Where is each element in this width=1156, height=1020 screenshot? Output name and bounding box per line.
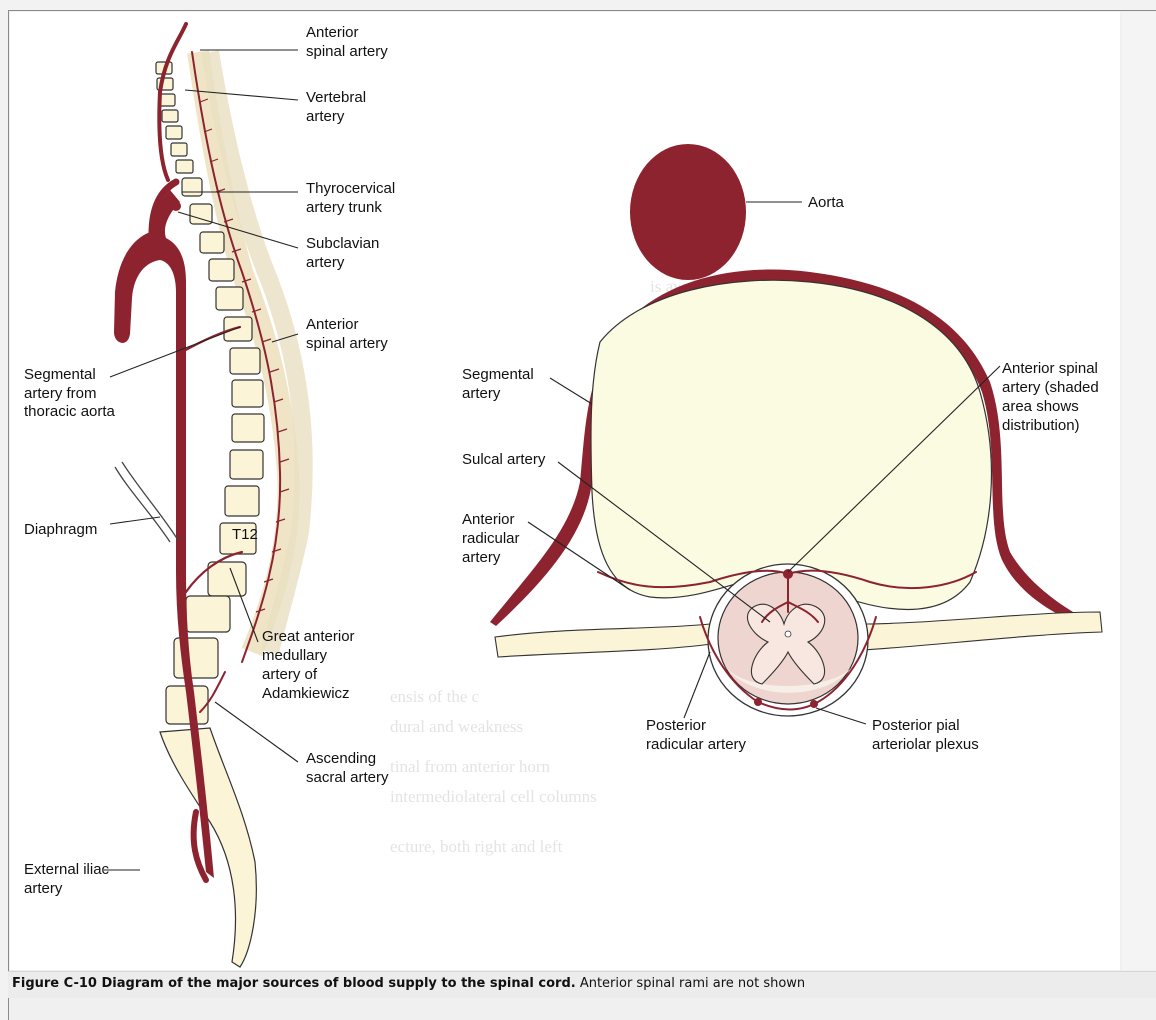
label-thyrocervical-1: Thyrocervical xyxy=(306,180,395,197)
label-segmental-r-1: Segmental xyxy=(462,366,534,383)
central-canal xyxy=(785,631,791,637)
label-diaphragm: Diaphragm xyxy=(24,521,97,538)
label-vertebral-1: Vertebral xyxy=(306,89,366,106)
diaphragm-line xyxy=(115,462,178,542)
label-external-iliac-2: artery xyxy=(24,880,63,897)
label-anterior-radicular-1: Anterior xyxy=(462,511,515,528)
label-segmental-r-2: artery xyxy=(462,385,501,402)
nerve-root-right xyxy=(860,612,1102,650)
label-posterior-pial-1: Posterior pial xyxy=(872,717,960,734)
svg-text:dural and weakness: dural and weakness xyxy=(390,717,523,736)
label-anterior-spinal-mid-1: Anterior xyxy=(306,316,359,333)
label-subclavian-2: artery xyxy=(306,254,345,271)
label-anterior-radicular-3: artery xyxy=(462,549,501,566)
label-posterior-radicular-2: radicular artery xyxy=(646,736,747,753)
label-subclavian-1: Subclavian xyxy=(306,235,379,252)
label-vertebral-2: artery xyxy=(306,108,345,125)
thyrocervical-trunk-dot xyxy=(171,201,181,211)
caption-normal: Anterior spinal rami are not shown xyxy=(576,976,805,991)
label-anterior-spinal-shaded-1: Anterior spinal xyxy=(1002,360,1098,377)
label-thyrocervical-2: artery trunk xyxy=(306,199,382,216)
spinal-blood-supply-diagram: is awake movements (Less cts in the rost… xyxy=(10,12,1120,970)
label-posterior-pial-2: arteriolar plexus xyxy=(872,736,979,753)
svg-text:tinal from anterior horn: tinal from anterior horn xyxy=(390,757,551,776)
posterior-pial-dot-left xyxy=(754,698,762,706)
label-aorta: Aorta xyxy=(808,194,845,211)
label-anterior-spinal-top-2: spinal artery xyxy=(306,43,388,60)
label-anterior-spinal-top-1: Anterior xyxy=(306,24,359,41)
label-anterior-spinal-mid-2: spinal artery xyxy=(306,335,388,352)
nerve-root-left xyxy=(495,624,712,657)
label-great-anterior-4: Adamkiewicz xyxy=(262,685,350,702)
label-anterior-spinal-shaded-3: area shows xyxy=(1002,398,1079,415)
sagittal-spine-diagram: T12 Anterior spinal artery Vertebral art… xyxy=(24,24,395,967)
label-ascending-sacral-2: sacral artery xyxy=(306,769,389,786)
t12-label: T12 xyxy=(232,526,258,543)
label-anterior-spinal-shaded-4: distribution) xyxy=(1002,417,1080,434)
aorta-bulb xyxy=(630,144,746,280)
svg-text:intermediolateral cell columns: intermediolateral cell columns xyxy=(390,787,597,806)
label-segmental-2: artery from xyxy=(24,385,97,402)
caption-bold: Figure C-10 Diagram of the major sources… xyxy=(12,976,576,991)
label-posterior-radicular-1: Posterior xyxy=(646,717,706,734)
label-segmental-1: Segmental xyxy=(24,366,96,383)
label-great-anterior-1: Great anterior xyxy=(262,628,355,645)
label-anterior-radicular-2: radicular xyxy=(462,530,520,547)
label-anterior-spinal-shaded-2: artery (shaded xyxy=(1002,379,1099,396)
body-cavity xyxy=(591,280,992,609)
svg-text:ecture, both right and left: ecture, both right and left xyxy=(390,837,563,856)
cross-section-diagram: Aorta Segmental artery Anterior spinal a… xyxy=(462,144,1102,753)
label-great-anterior-2: medullary xyxy=(262,647,328,664)
posterior-pial-dot-right xyxy=(810,700,818,708)
figure-caption: Figure C-10 Diagram of the major sources… xyxy=(12,976,805,991)
label-ascending-sacral-1: Ascending xyxy=(306,750,376,767)
label-segmental-3: thoracic aorta xyxy=(24,403,116,420)
label-sulcal-artery: Sulcal artery xyxy=(462,451,546,468)
label-great-anterior-3: artery of xyxy=(262,666,318,683)
label-external-iliac-1: External iliac xyxy=(24,861,110,878)
right-margin-strip xyxy=(1122,12,1156,970)
svg-text:ensis of the c: ensis of the c xyxy=(390,687,480,706)
